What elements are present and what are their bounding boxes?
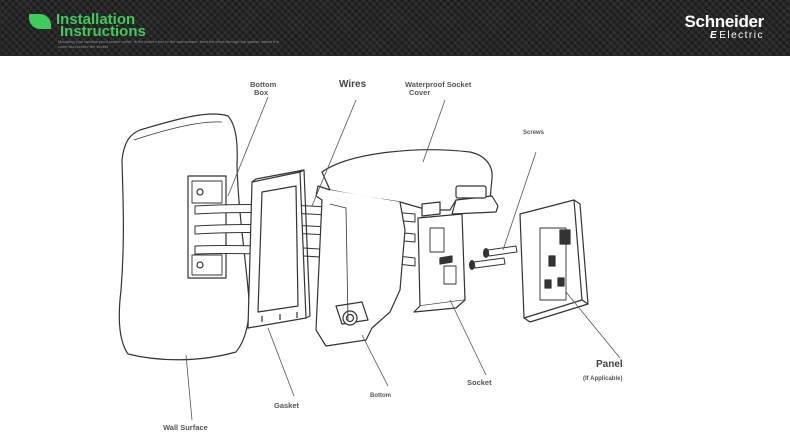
panel-drawing: [519, 199, 589, 323]
label-screws: Screws: [523, 130, 545, 136]
label-gasket: Gasket: [274, 401, 300, 410]
schneider-e-icon: E: [710, 30, 719, 41]
title-line-2: Instructions: [60, 23, 146, 40]
label-panel: Panel: [596, 359, 623, 370]
brand-name: Schneider: [684, 12, 765, 31]
label-bottom: Bottom: [370, 393, 391, 399]
brand-subname: EElectric: [710, 30, 764, 41]
header-subtext: Mounting your weatherproof socket outlet…: [58, 39, 279, 49]
exploded-diagram: [118, 96, 621, 421]
wall-bottom-box-drawing: [118, 113, 250, 361]
screws-drawing: [469, 245, 518, 270]
leaf-icon: [29, 14, 51, 29]
socket-drawing: [413, 201, 466, 313]
gasket-drawing: [247, 169, 311, 329]
header-banner: Installation Instructions Mounting your …: [0, 0, 790, 56]
waterproof-cover-drawing: [315, 149, 499, 347]
label-panel-note: (If Applicable): [583, 376, 623, 382]
brand-subname-text: Electric: [719, 30, 764, 41]
leader-lines: [185, 96, 621, 421]
label-socket: Socket: [467, 378, 492, 387]
label-bottom-box: Bottom Box: [250, 80, 277, 97]
label-wires: Wires: [339, 79, 367, 90]
title-line-1: Installation: [56, 11, 136, 28]
label-wall-surface: Wall Surface: [163, 423, 208, 432]
label-waterproof-cover: Waterproof Socket Cover: [405, 80, 472, 97]
